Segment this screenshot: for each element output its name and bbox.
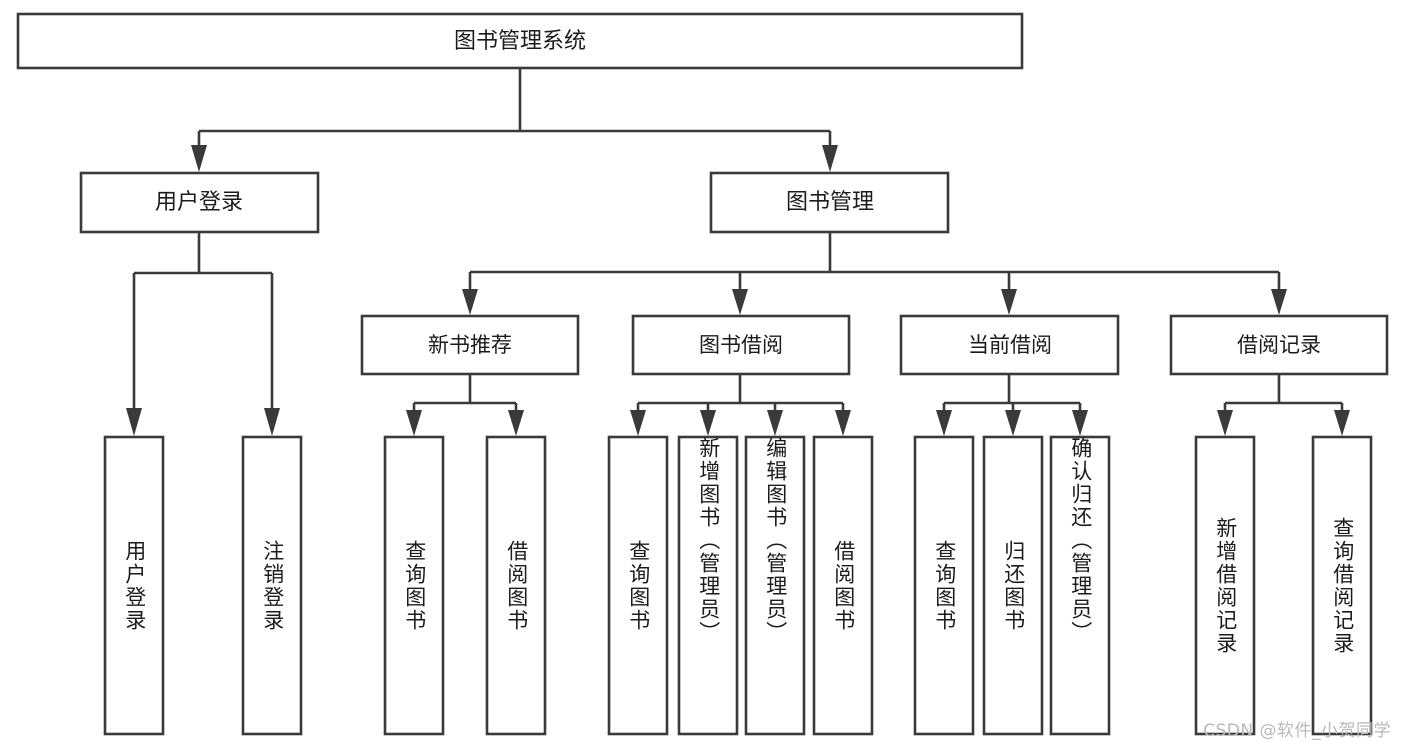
node-leaf-edit-book[interactable]	[744, 435, 806, 736]
node-user-login[interactable]	[79, 171, 320, 234]
arrow-head-leaf-add-book	[700, 410, 716, 436]
arrow-head-borrow-record	[1271, 289, 1287, 315]
arrow-head-new-book	[462, 289, 478, 315]
arrow-head-leaf-borrow-book-2	[835, 410, 851, 436]
node-leaf-add-book[interactable]	[677, 435, 739, 736]
node-leaf-query-book-1[interactable]	[383, 435, 445, 736]
node-leaf-return-book[interactable]	[982, 435, 1044, 736]
arrow-head-leaf-confirm-return	[1072, 410, 1088, 436]
node-new-book-recommend-label: 新书推荐	[428, 333, 512, 357]
arrow-head-current-borrow	[1001, 289, 1017, 315]
arrow-head-leaf-edit-book	[767, 410, 783, 436]
arrow-head-leaf-add-record	[1217, 410, 1233, 436]
node-borrow-record-label: 借阅记录	[1237, 333, 1321, 357]
arrow-head-leaf-logout	[264, 408, 280, 436]
node-leaf-logout[interactable]	[241, 435, 303, 736]
node-leaf-query-record[interactable]	[1311, 435, 1373, 736]
arrow-head-user-login	[191, 145, 207, 172]
node-new-book-recommend[interactable]	[360, 314, 580, 376]
node-current-borrow-label: 当前借阅	[968, 333, 1052, 357]
arrow-head-book-manage	[822, 145, 838, 172]
node-book-borrow[interactable]	[631, 314, 851, 376]
node-root-label: 图书管理系统	[454, 29, 586, 54]
node-leaf-query-book-2[interactable]	[607, 435, 669, 736]
arrow-head-leaf-query-book-3	[936, 410, 952, 436]
node-book-borrow-label: 图书借阅	[699, 333, 783, 357]
watermark-text: CSDN @软件_小贺同学	[1203, 721, 1391, 741]
node-layer: 图书管理系统 用户登录 图书管理 新书推荐 图书借阅 当前借阅 借阅记录	[16, 12, 1389, 736]
arrow-head-leaf-query-book-2	[630, 410, 646, 436]
arrow-head-leaf-borrow-book-1	[508, 410, 524, 436]
node-user-login-label: 用户登录	[155, 190, 243, 215]
node-current-borrow[interactable]	[899, 314, 1120, 376]
arrow-head-book-borrow	[732, 289, 748, 315]
node-leaf-confirm-return[interactable]	[1049, 435, 1111, 736]
arrow-head-leaf-user-login	[126, 408, 142, 436]
node-leaf-add-record[interactable]	[1194, 435, 1256, 736]
connector-layer	[126, 68, 1350, 436]
node-book-manage-label: 图书管理	[786, 190, 874, 215]
node-root[interactable]	[16, 12, 1024, 70]
node-leaf-borrow-book-1[interactable]	[485, 435, 547, 736]
node-leaf-user-login[interactable]	[103, 435, 165, 736]
arrow-head-leaf-query-book-1	[406, 410, 422, 436]
node-book-manage[interactable]	[709, 171, 950, 234]
arrow-head-leaf-return-book	[1005, 410, 1021, 436]
arrow-head-leaf-query-record	[1334, 410, 1350, 436]
node-borrow-record[interactable]	[1169, 314, 1389, 376]
node-leaf-query-book-3[interactable]	[913, 435, 975, 736]
node-leaf-borrow-book-2[interactable]	[812, 435, 874, 736]
